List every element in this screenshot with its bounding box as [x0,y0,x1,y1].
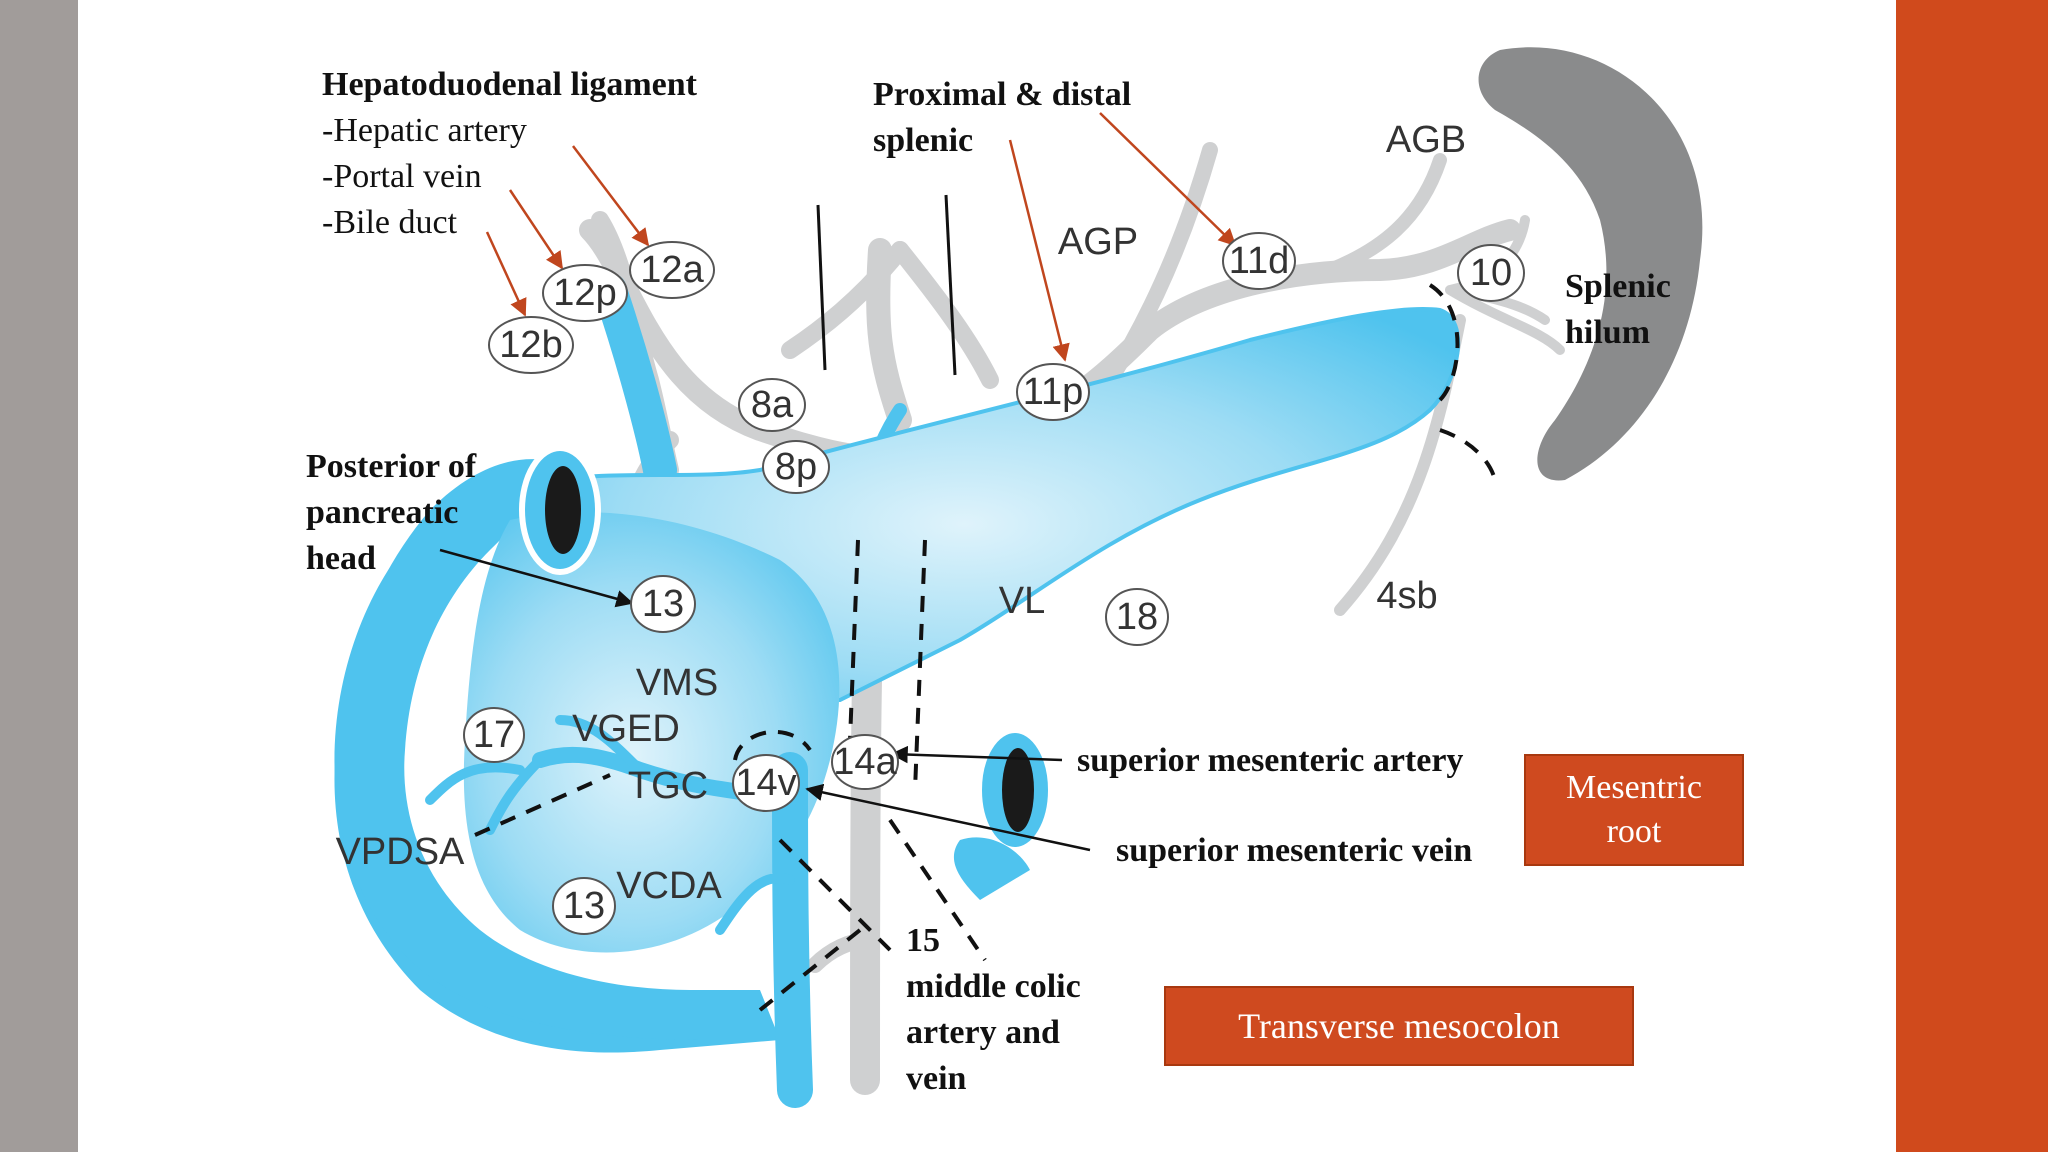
arrow-bile-duct [485,231,527,317]
pancreas-head [463,512,840,953]
left-gastric-artery [781,241,909,359]
node-12p-circle [542,264,628,322]
node-10: 10 [1470,252,1512,294]
arrow-smv [805,783,1091,852]
mesentric-root-line1: Mesentric [1566,769,1702,806]
node-11p: 11p [1023,371,1084,413]
dashed-vpdsa [474,773,611,837]
node-13-lower-circle [552,877,616,935]
agb-artery [1323,153,1447,277]
node-14v-circle [732,754,800,812]
node-11d-circle [1222,232,1296,290]
dashed-14v-circle [733,730,812,761]
agp-artery [1102,142,1218,388]
dashed-mesocolon-3 [758,928,862,1012]
dashed-sma-right [913,539,927,791]
vpdsa-vein [425,755,545,835]
label-4sb: 4sb [1376,575,1437,617]
label-vms: VMS [636,662,718,704]
middle-colic-line2: middle colic [906,968,1081,1005]
hepatoduodenal-title: Hepatoduodenal ligament [322,66,697,103]
splenic-label-line1: Proximal & distal [873,76,1132,113]
splenic-label-line2: splenic [873,122,974,159]
label-agp: AGP [1058,221,1138,263]
arrow-posterior-head [439,548,634,608]
node-12b-circle [488,316,574,374]
dashed-hilum [1428,283,1460,402]
node-18: 18 [1116,596,1158,638]
node-17-circle [463,707,525,763]
transverse-mesocolon-box: Transverse mesocolon [1164,986,1634,1066]
dashed-hilum-2 [1439,428,1497,481]
left-decor-bar [0,0,78,1152]
node-11p-circle [1016,363,1090,421]
label-vpdsa: VPDSA [336,831,465,873]
node-18-circle [1105,588,1169,646]
spleen-shape [1478,47,1703,481]
vcda-vein [715,873,795,935]
arrow-splenic-proximal [1008,139,1070,362]
node-11d: 11d [1229,240,1290,282]
duodenum-outer [334,460,760,1040]
middle-colic-line3: artery and [906,1014,1060,1051]
dashed-mesocolon-2 [888,818,987,962]
posterior-label-line1: Posterior of [306,448,477,485]
left-gastric-artery-2 [891,241,999,389]
splenic-hilum-line1: Splenic [1565,268,1671,305]
middle-colic-branch [807,932,878,973]
mesentric-root-box: Mesentric root [1524,754,1744,866]
hepatoduodenal-item-2: -Portal vein [322,158,482,195]
node-12b: 12b [499,324,562,366]
splenic-hilum-line2: hilum [1565,314,1651,351]
node-17: 17 [473,714,515,756]
hepatoduodenal-item-3: -Bile duct [322,204,458,241]
arrow-portal-vein [508,189,564,270]
smv-trunk [772,752,813,1108]
node-13-lower: 13 [563,885,605,927]
transverse-mesocolon-label: Transverse mesocolon [1238,1006,1560,1046]
node-13-upper-circle [630,575,696,633]
label-vcda: VCDA [616,865,722,907]
node-14a-circle [831,734,899,790]
node-13-upper: 13 [642,583,684,625]
ref-line-right [944,194,957,376]
label-tgc: TGC [628,765,708,807]
node-14a: 14a [833,741,897,783]
hepatoduodenal-item-1: -Hepatic artery [322,112,527,149]
ref-line-left [816,204,827,371]
mesentric-root-line2: root [1606,813,1662,850]
arrow-splenic-distal [1099,112,1237,247]
node-8a: 8a [751,384,794,426]
node-10-circle [1457,244,1525,302]
jejunum-tube [953,837,1030,900]
sma-label: superior mesenteric artery [1077,742,1464,779]
node-8p-circle [762,440,830,494]
vged-vein [555,715,645,775]
node-12a-circle [629,241,715,299]
label-vged: VGED [572,708,680,750]
smv-label: superior mesenteric vein [1116,832,1473,869]
node-12a: 12a [640,249,704,291]
node-8a-circle [738,378,806,432]
node-12p: 12p [553,272,616,314]
label-agb: AGB [1386,119,1466,161]
label-vl: VL [999,580,1045,622]
arrow-hepatic-artery [572,145,650,247]
middle-colic-line1: 15 [906,922,940,959]
posterior-label-line2: pancreatic [306,494,459,531]
arrow-sma [890,745,1063,764]
node-14v: 14v [735,762,796,804]
node-8p: 8p [775,446,817,488]
right-decor-bar [1896,0,2048,1152]
posterior-label-line3: head [306,540,376,577]
middle-colic-line4: vein [906,1060,967,1097]
